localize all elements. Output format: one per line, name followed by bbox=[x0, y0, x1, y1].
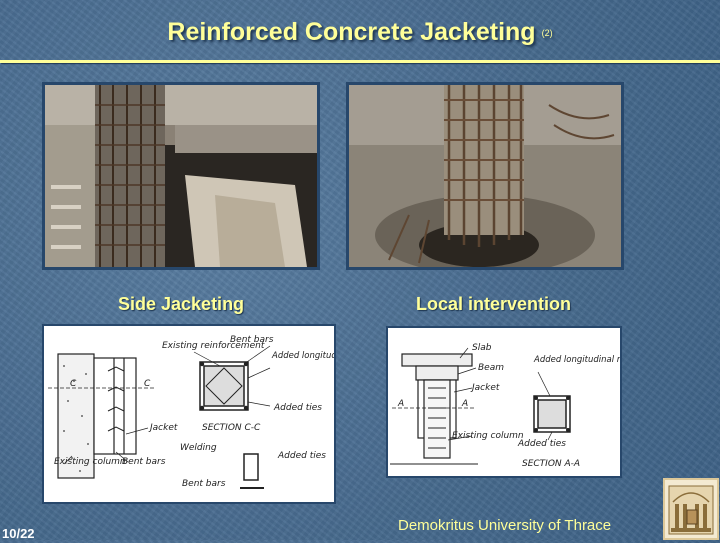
caption-side-jacketing: Side Jacketing bbox=[118, 294, 245, 314]
label-beam: Beam bbox=[478, 363, 504, 373]
label-a-left: A bbox=[397, 399, 404, 409]
slide-title: Reinforced Concrete Jacketing (2) bbox=[0, 18, 720, 47]
photo-side-jacketing bbox=[42, 82, 320, 270]
label-bent-bars-top: Bent bars bbox=[230, 335, 274, 345]
university-name: Demokritus University of Thrace bbox=[398, 517, 612, 534]
slide-title-part: (2) bbox=[541, 28, 553, 39]
label-c-right: C bbox=[144, 379, 151, 389]
label-added-ties: Added ties bbox=[273, 403, 322, 413]
label-jacket: Jacket bbox=[470, 383, 500, 393]
label-added-longitudinal: Added longitudinal reinforcement bbox=[533, 355, 620, 365]
label-existing-reinforcement: Existing reinforcement bbox=[162, 341, 265, 351]
slide-title-text: Reinforced Concrete Jacketing bbox=[167, 18, 536, 46]
label-added-ties: Added ties bbox=[517, 439, 566, 449]
label-existing-column: Existing column bbox=[452, 431, 524, 441]
label-slab: Slab bbox=[472, 343, 492, 353]
label-existing-column: Existing column bbox=[54, 457, 126, 467]
local-intervention-drawing: A A Slab Beam Jacket Existing column Add… bbox=[386, 326, 678, 478]
photo-local-intervention bbox=[346, 82, 624, 270]
caption-local-intervention: Local intervention bbox=[416, 294, 572, 314]
label-jacket: Jacket bbox=[148, 423, 178, 433]
page-number: 10/22 bbox=[2, 526, 35, 541]
side-jacketing-drawing: C C Existing reinforcement Bent bars Add… bbox=[42, 324, 416, 504]
label-bent-bars-bottom: Bent bars bbox=[122, 457, 166, 467]
university-logo bbox=[663, 478, 719, 540]
label-welding: Welding bbox=[180, 443, 217, 453]
title-rule bbox=[0, 60, 720, 63]
label-bent-bars-detail: Bent bars bbox=[182, 479, 226, 489]
label-added-longitudinal: Added longitudinal reinforcement bbox=[271, 351, 334, 361]
label-a-right: A bbox=[461, 399, 468, 409]
label-section-a-a: SECTION A-A bbox=[522, 459, 580, 469]
label-section-c-c: SECTION C-C bbox=[202, 423, 261, 433]
label-added-ties-2: Added ties bbox=[277, 451, 326, 461]
label-c-left: C bbox=[70, 379, 77, 389]
